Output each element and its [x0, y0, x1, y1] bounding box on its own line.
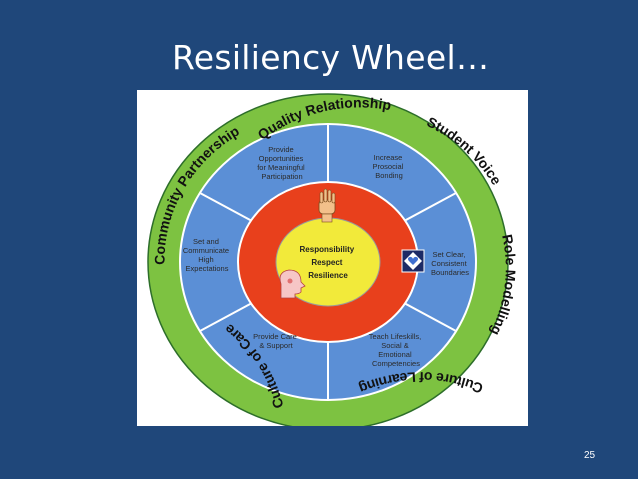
wheel-svg: Responsibility Respect Resilience Provid… [147, 93, 519, 426]
segment-line: Opportunities [259, 154, 304, 163]
segment-line: Communicate [183, 246, 229, 255]
segment-line: Bonding [375, 171, 403, 180]
segment-line: Boundaries [431, 268, 469, 277]
segment-line: Consistent [431, 259, 467, 268]
segment-line: Provide Care [253, 332, 297, 341]
segment-line: Prosocial [373, 162, 404, 171]
segment-line: High [198, 255, 213, 264]
core-line: Respect [311, 258, 342, 267]
core-line: Resilience [308, 271, 348, 280]
segment-meaningful-participation: Provide Opportunities for Meaningful Par… [257, 145, 307, 181]
segment-line: Participation [261, 172, 302, 181]
core-text: Responsibility Respect Resilience [300, 245, 357, 280]
head-profile-icon [279, 269, 306, 299]
segment-line: Provide [268, 145, 293, 154]
segment-line: Competencies [372, 359, 420, 368]
raised-hand-icon [318, 188, 336, 223]
slide-title: Resiliency Wheel… [172, 38, 490, 77]
resiliency-wheel-figure: Responsibility Respect Resilience Provid… [137, 90, 528, 426]
segment-line: Expectations [186, 264, 229, 273]
segment-care-support: Provide Care & Support [253, 332, 299, 350]
segment-line: & Support [259, 341, 293, 350]
segment-high-expectations: Set and Communicate High Expectations [183, 237, 231, 273]
core-line: Responsibility [300, 245, 355, 254]
segment-line: Set and [193, 237, 219, 246]
segment-line: Set Clear, [432, 250, 465, 259]
segment-clear-boundaries: Set Clear, Consistent Boundaries [431, 250, 469, 277]
page-number: 25 [584, 450, 596, 461]
segment-line: for Meaningful [257, 163, 305, 172]
segment-line: Social & [381, 341, 409, 350]
segment-life-skills: Teach Lifeskills, Social & Emotional Com… [369, 332, 424, 368]
heart-diamond-icon [401, 249, 425, 273]
segment-line: Increase [374, 153, 403, 162]
segment-prosocial-bonding: Increase Prosocial Bonding [373, 153, 406, 180]
segment-line: Emotional [378, 350, 412, 359]
segment-line: Teach Lifeskills, [369, 332, 422, 341]
